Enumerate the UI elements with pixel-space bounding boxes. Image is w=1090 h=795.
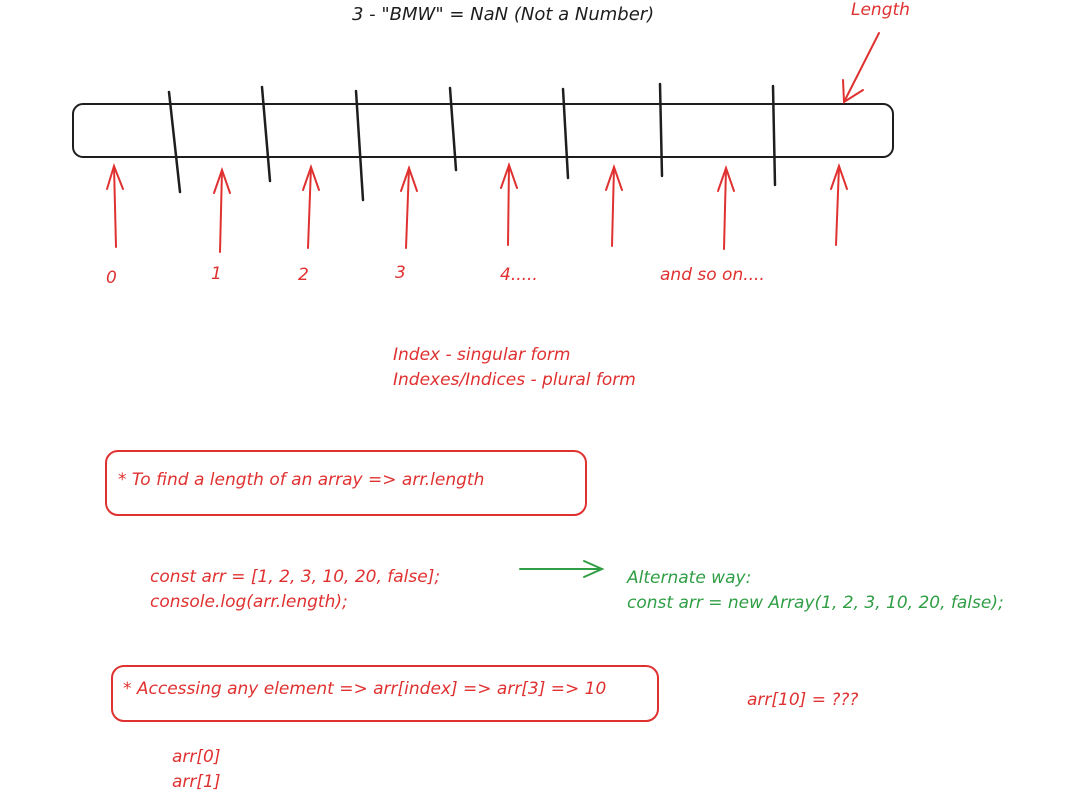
index-arrow-6 <box>717 164 735 250</box>
title: 3 - "BMW" = NaN (Not a Number) <box>352 4 655 25</box>
alternate-line-1: Alternate way: <box>627 568 752 588</box>
length-box <box>105 450 587 516</box>
divider-7 <box>771 84 777 187</box>
divider-1 <box>167 90 182 194</box>
index-arrow-1 <box>213 166 231 253</box>
access-example-1: arr[0] <box>172 747 221 767</box>
index-arrow-2 <box>302 163 320 249</box>
code-line-2: console.log(arr.length); <box>150 592 348 612</box>
out-of-range-note: arr[10] = ??? <box>747 690 859 710</box>
index-label-3: 3 <box>395 263 406 283</box>
alternate-note: Alternate way: const arr = new Array(1, … <box>627 566 1004 616</box>
access-box-text: * Accessing any element => arr[index] =>… <box>123 679 607 699</box>
access-example-2: arr[1] <box>172 772 221 792</box>
alternate-arrow <box>519 560 605 578</box>
length-box-text: * To find a length of an array => arr.le… <box>118 470 485 490</box>
code-line-1: const arr = [1, 2, 3, 10, 20, false]; <box>150 567 441 587</box>
divider-3 <box>354 89 365 202</box>
index-label-2: 2 <box>298 265 309 285</box>
index-arrow-3 <box>400 164 418 249</box>
divider-5 <box>561 87 570 180</box>
index-arrow-0 <box>106 162 124 248</box>
index-label-1: 1 <box>211 264 222 284</box>
access-box <box>111 665 659 722</box>
index-label-0: 0 <box>106 268 117 288</box>
index-label-more: and so on.... <box>660 265 765 285</box>
index-arrows <box>106 161 848 253</box>
index-arrow-5 <box>605 163 623 247</box>
divider-2 <box>260 85 272 183</box>
access-examples: arr[0] arr[1] <box>172 745 220 795</box>
code-example: const arr = [1, 2, 3, 10, 20, false]; co… <box>150 565 440 615</box>
length-arrow <box>842 32 880 104</box>
index-note: Index - singular form Indexes/Indices - … <box>393 343 636 393</box>
length-label: Length <box>851 0 910 20</box>
divider-6 <box>658 82 664 178</box>
divider-4 <box>448 86 458 172</box>
cell-dividers <box>167 82 777 202</box>
alternate-line-2: const arr = new Array(1, 2, 3, 10, 20, f… <box>627 593 1004 613</box>
array-bar <box>72 103 894 158</box>
index-note-line-2: Indexes/Indices - plural form <box>393 370 636 390</box>
index-note-line-1: Index - singular form <box>393 345 571 365</box>
index-label-4: 4..... <box>500 265 538 285</box>
index-arrow-7 <box>830 162 848 246</box>
index-arrow-4 <box>500 161 518 246</box>
